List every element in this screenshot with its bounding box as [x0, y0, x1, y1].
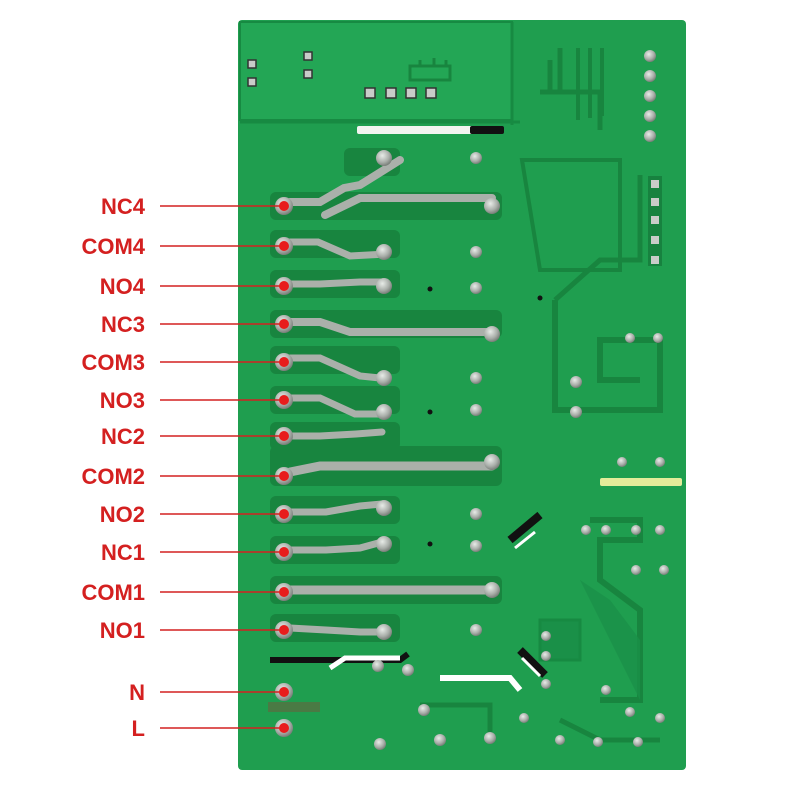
terminal-label-n: N	[129, 680, 145, 705]
marker-nc1	[279, 547, 289, 557]
marker-no3	[279, 395, 289, 405]
terminal-label-com1: COM1	[81, 580, 145, 605]
terminal-label-com2: COM2	[81, 464, 145, 489]
terminal-label-no2: NO2	[99, 502, 145, 527]
terminal-pads	[270, 148, 502, 642]
marker-com4	[279, 241, 289, 251]
terminal-label-nc1: NC1	[100, 540, 145, 565]
terminal-label-no4: NO4	[99, 274, 145, 299]
terminal-label-com3: COM3	[81, 350, 145, 375]
marker-no1	[279, 625, 289, 635]
terminal-label-no1: NO1	[99, 618, 145, 643]
terminal-label-no3: NO3	[99, 388, 145, 413]
marker-no4	[279, 281, 289, 291]
marker-l	[279, 723, 289, 733]
marker-nc4	[279, 201, 289, 211]
marker-no2	[279, 509, 289, 519]
marker-com3	[279, 357, 289, 367]
terminal-label-com4: COM4	[81, 234, 145, 259]
terminal-label-nc2: NC2	[100, 424, 145, 449]
marker-com2	[279, 471, 289, 481]
marker-nc2	[279, 431, 289, 441]
terminal-label-l: L	[131, 716, 145, 741]
marker-nc3	[279, 319, 289, 329]
terminal-label-nc3: NC3	[100, 312, 145, 337]
terminal-label-nc4: NC4	[100, 194, 145, 219]
terminal-markers	[279, 201, 289, 733]
marker-n	[279, 687, 289, 697]
marker-com1	[279, 587, 289, 597]
leader-lines	[160, 205, 284, 729]
